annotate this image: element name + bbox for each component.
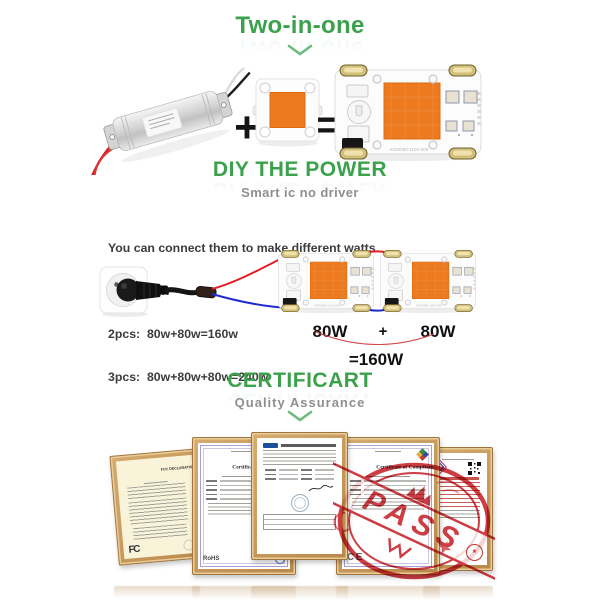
text-line [375, 451, 401, 452]
qr-code [468, 462, 481, 475]
header-badge [263, 443, 278, 448]
field-row [265, 469, 334, 471]
signature [308, 484, 334, 491]
round-seal [290, 493, 309, 512]
field-row [265, 473, 334, 475]
section-title-diy: DIY THE POWER [212, 158, 388, 181]
sum-arc [315, 331, 435, 345]
diy-subtitle: Smart ic no driver [241, 185, 359, 200]
wiring-figure: KDW080-110V-008 KDW080-110V-008 80W + 80… [99, 249, 477, 369]
led-module-photo-left: KDW080-110V-008 [277, 249, 375, 314]
watt-label-right: 80W [421, 322, 457, 341]
watt-options-text: You can connect them to make different w… [108, 212, 376, 414]
watt-label-left: 80W [313, 322, 349, 341]
text-paragraph [128, 497, 188, 527]
led-driver-photo [89, 67, 251, 175]
text-paragraph [133, 523, 188, 541]
text-paragraph [436, 509, 480, 520]
chevron-down-icon [287, 44, 313, 56]
header-title-bar [281, 444, 336, 447]
field-row [265, 478, 334, 480]
certificate-authorization [251, 432, 348, 560]
watt-plus-sign: + [379, 323, 388, 340]
watt-line-2: 2pcs: 80w+80w=160w [108, 327, 238, 342]
cob-chip-photo [252, 78, 323, 147]
product-equation-figure: + = KDW080-110V-008 [89, 64, 482, 175]
module-part-number: KDW080-110V-008 [416, 304, 442, 308]
text-line [222, 476, 266, 477]
watt-line-3: 3pcs: 80w+80w+80w=240w [108, 370, 269, 385]
certificate-paper: FCC DECLARATION OF CONFORMITY FC [115, 454, 201, 560]
fcc-logo: FC [128, 543, 140, 556]
led-module-photo-right: KDW080-110V-008 [379, 249, 477, 314]
text-line [442, 459, 474, 460]
certifier-logo [416, 448, 429, 461]
rohs-logo: RoHS [203, 556, 220, 562]
watt-intro-line: You can connect them to make different w… [108, 240, 376, 255]
section-title-two-in-one: Two-in-one [235, 12, 365, 39]
section-title-cert: CERTIFICART [227, 369, 373, 392]
module-part-number: KDW080-110V-008 [390, 147, 429, 152]
text-line [231, 451, 257, 452]
pass-stamp: PASS [333, 461, 495, 582]
power-plug-photo [116, 278, 217, 302]
watt-total-label: =160W [349, 350, 404, 369]
summary-table [263, 513, 336, 530]
text-paragraph [263, 450, 336, 466]
wire-junction [195, 285, 217, 299]
cert-subtitle: Quality Assurance [234, 395, 366, 410]
led-module-photo-large: KDW080-110V-008 [334, 64, 482, 162]
certificate-paper [257, 438, 342, 554]
equals-sign: = [316, 103, 339, 147]
module-part-number: KDW080-110V-008 [314, 304, 340, 308]
chevron-down-icon [287, 410, 313, 422]
